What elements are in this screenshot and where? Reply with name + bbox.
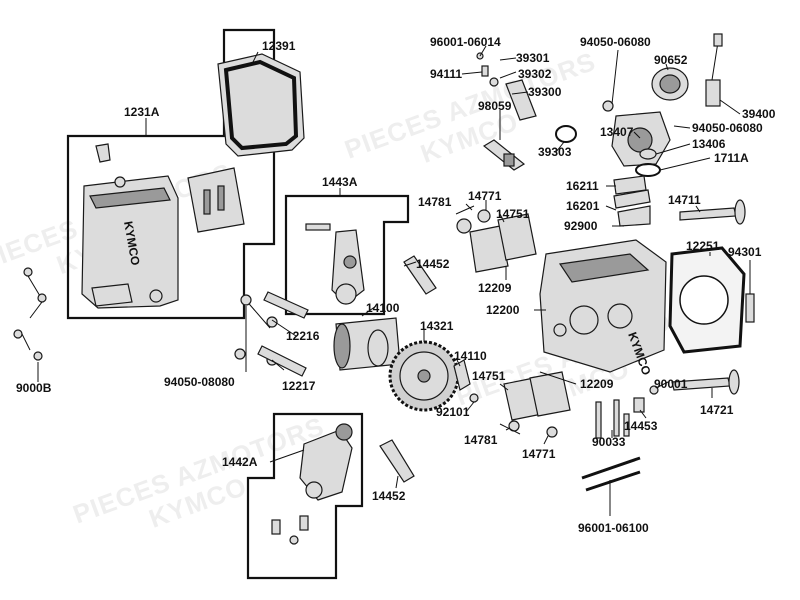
rocker-pin-lower xyxy=(379,439,415,483)
label-90001: 90001 xyxy=(654,377,688,391)
label-90033: 90033 xyxy=(592,435,626,449)
rocker-1443a-group-box xyxy=(284,194,410,316)
label-14100: 14100 xyxy=(366,301,400,315)
label-39300: 39300 xyxy=(528,85,562,99)
label-39303: 39303 xyxy=(538,145,572,159)
label-39302: 39302 xyxy=(518,67,552,81)
label-39400: 39400 xyxy=(742,107,776,121)
spark-plug-98059 xyxy=(482,139,526,171)
label-92900: 92900 xyxy=(564,219,598,233)
label-94050-06080-right: 94050-06080 xyxy=(692,121,763,135)
leader-lines xyxy=(37,45,751,516)
label-96001-06014: 96001-06014 xyxy=(430,35,501,49)
cylinder-head: KYMCO xyxy=(539,239,667,377)
label-14110: 14110 xyxy=(454,349,487,363)
label-94050-06080-top: 94050-06080 xyxy=(580,35,651,49)
label-14781-upper: 14781 xyxy=(418,195,452,209)
label-13407: 13407 xyxy=(600,125,634,139)
dowel-94301 xyxy=(745,293,755,323)
label-14751-lower: 14751 xyxy=(472,369,506,383)
sensor-39400 xyxy=(705,33,723,107)
label-12209-upper: 12209 xyxy=(478,281,512,295)
cam-sprocket xyxy=(388,340,460,412)
label-14321: 14321 xyxy=(420,319,454,333)
decompressor-14110 xyxy=(453,359,471,391)
label-12200: 12200 xyxy=(486,303,520,317)
label-13406: 13406 xyxy=(692,137,726,151)
reed-plate xyxy=(187,167,245,233)
injector-39300 xyxy=(476,52,537,121)
cylinder-head-cover: KYMCO xyxy=(81,143,179,309)
washer-92101 xyxy=(469,393,479,403)
label-14452-upper: 14452 xyxy=(416,257,450,271)
gasket-16211 xyxy=(613,175,647,195)
label-1442a: 1442A xyxy=(222,455,258,469)
part-labels: 12391 1231A 9000B 1443A 14452 12216 9405… xyxy=(16,35,776,535)
camshaft xyxy=(333,317,401,371)
long-studs-96001-06100 xyxy=(581,456,641,492)
label-1231a: 1231A xyxy=(124,105,160,119)
label-14452-lower: 14452 xyxy=(372,489,406,503)
label-1711a: 1711A xyxy=(714,151,749,165)
valve-intake xyxy=(679,199,746,225)
label-12251: 12251 xyxy=(686,239,720,253)
manifold-insulator xyxy=(613,189,651,227)
head-gasket xyxy=(668,246,746,354)
label-12391: 12391 xyxy=(262,39,296,53)
valve-springs-lower xyxy=(499,371,571,438)
label-14771-upper: 14771 xyxy=(468,189,502,203)
valve-springs-upper xyxy=(455,205,537,273)
label-16201: 16201 xyxy=(566,199,600,213)
throttle-body-90652 xyxy=(651,67,689,101)
rocker-arm-lower xyxy=(271,423,353,545)
cover-gasket xyxy=(217,53,305,157)
label-12217: 12217 xyxy=(282,379,316,393)
stud-14453 xyxy=(633,397,645,413)
label-90652: 90652 xyxy=(654,53,688,67)
label-14711: 14711 xyxy=(668,193,701,207)
label-98059: 98059 xyxy=(478,99,512,113)
rocker-arm-upper xyxy=(305,223,365,305)
label-12209-lower: 12209 xyxy=(580,377,614,391)
label-94050-08080: 94050-08080 xyxy=(164,375,235,389)
label-96001-06100: 96001-06100 xyxy=(578,521,649,535)
label-94301: 94301 xyxy=(728,245,762,259)
label-14751-upper: 14751 xyxy=(496,207,530,221)
label-1443a: 1443A xyxy=(322,175,358,189)
label-14453: 14453 xyxy=(624,419,658,433)
rocker-1442a-group-box xyxy=(246,412,364,580)
label-14781-lower: 14781 xyxy=(464,433,498,447)
label-12216: 12216 xyxy=(286,329,320,343)
label-94111: 94111 xyxy=(430,67,462,81)
bolts-90033 xyxy=(595,399,630,439)
label-14771-lower: 14771 xyxy=(522,447,556,461)
clamp-13406 xyxy=(639,148,657,160)
label-39301: 39301 xyxy=(516,51,550,65)
label-14721: 14721 xyxy=(700,403,734,417)
valve-exhaust xyxy=(671,369,740,395)
label-9000b: 9000B xyxy=(16,381,52,395)
label-16211: 16211 xyxy=(566,179,599,193)
o-ring-39303 xyxy=(555,125,577,143)
rocker-pin-upper xyxy=(403,255,437,295)
o-ring-1711a xyxy=(635,163,661,177)
label-92101: 92101 xyxy=(436,405,470,419)
studs-9000b xyxy=(13,267,47,361)
